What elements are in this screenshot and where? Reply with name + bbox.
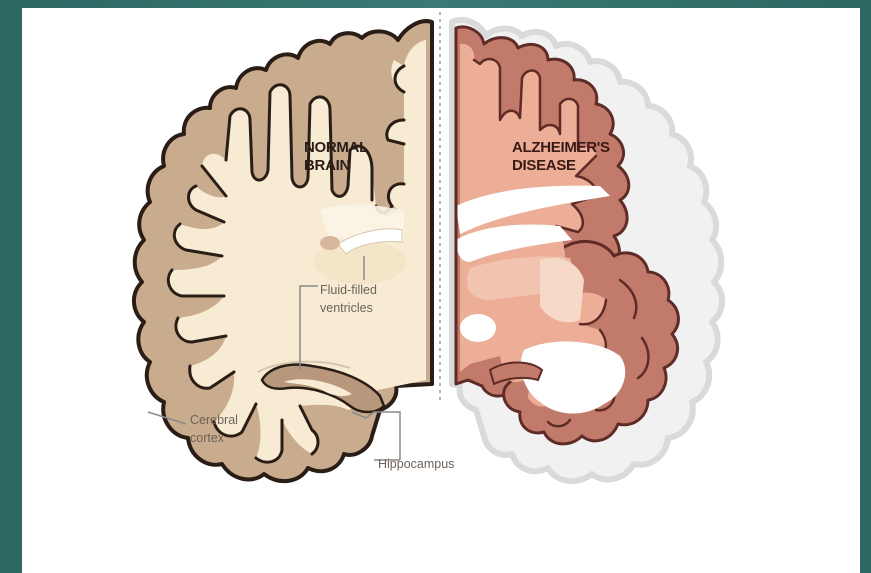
cortex-label-line2: cortex bbox=[190, 431, 225, 445]
alzheimers-ventricle-spot bbox=[460, 314, 496, 342]
normal-brain-label-line1: NORMAL bbox=[304, 139, 368, 156]
hippocampus-label: Hippocampus bbox=[378, 457, 454, 471]
alzheimers-label-line2: DISEASE bbox=[512, 157, 576, 174]
normal-brain-thalamus-spot bbox=[320, 236, 340, 250]
alzheimers-brain-hemisphere bbox=[452, 20, 722, 481]
normal-brain-label-line2: BRAIN bbox=[304, 157, 350, 174]
ventricles-label-line1: Fluid-filled bbox=[320, 283, 377, 297]
alzheimers-label-line1: ALZHEIMER'S bbox=[512, 139, 610, 156]
cortex-label-line1: Cerebral bbox=[190, 413, 238, 427]
ventricles-label-line2: ventricles bbox=[320, 301, 373, 315]
